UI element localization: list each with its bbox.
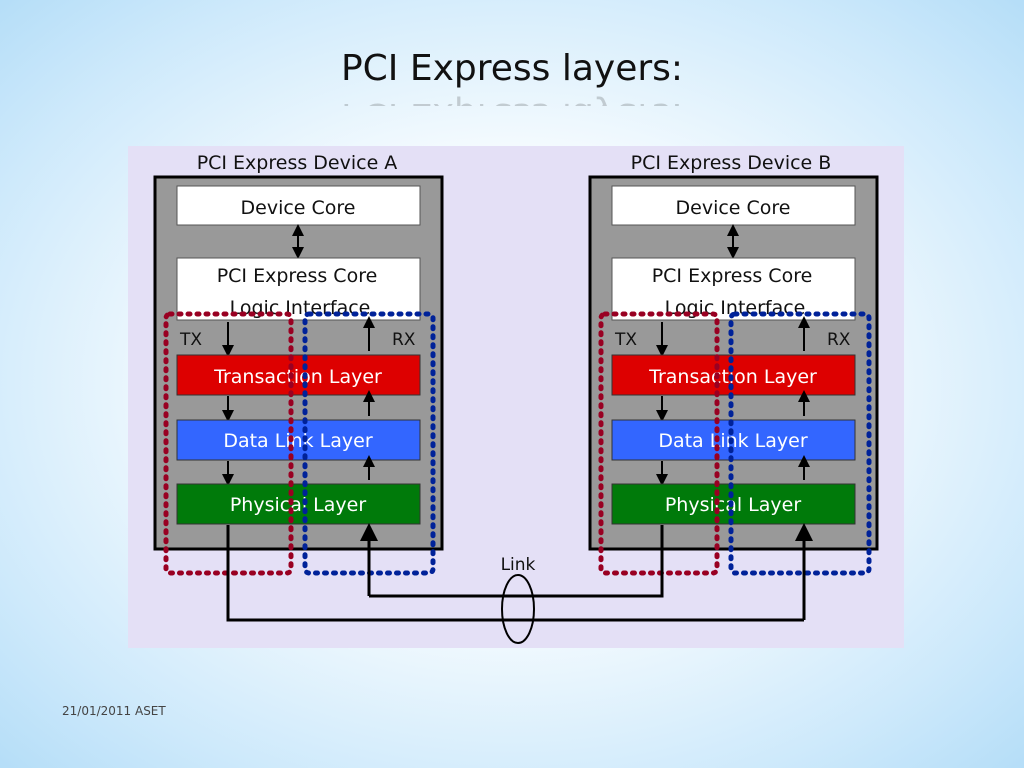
device-a-data-link-layer (176, 419, 421, 461)
device-a-transaction-label: Transaction Layer (213, 366, 382, 388)
device-b-tx-label: TX (614, 330, 637, 350)
device-a-transaction-layer (176, 354, 421, 396)
device-b-interface-line1: PCI Express Core (652, 265, 813, 287)
link-a-tx-to-b-rx (226, 525, 804, 622)
device-b-interface-box (611, 257, 856, 321)
device-a-tx-label: TX (179, 330, 202, 350)
device-b: PCI Express Device B Device Core PCI Exp… (588, 152, 879, 576)
device-b-title: PCI Express Device B (631, 152, 832, 174)
device-a-core-box (176, 185, 421, 226)
link-label: Link (501, 555, 536, 575)
device-a-interface-box (176, 257, 421, 321)
link-b-tx-to-a-rx (369, 525, 664, 598)
device-b-core-label: Device Core (676, 197, 791, 219)
device-a-rx-label: RX (392, 330, 416, 350)
device-b-rx-label: RX (827, 330, 851, 350)
footer-date: 21/01/2011 ASET (62, 704, 166, 718)
link-ellipse (501, 574, 535, 644)
device-a-core-label: Device Core (241, 197, 356, 219)
device-b-rx-region (728, 311, 872, 576)
device-a: PCI Express Device A Device Core PCI Exp… (153, 152, 444, 576)
device-b-tx-region (598, 311, 720, 576)
device-a-title: PCI Express Device A (197, 152, 398, 174)
slide-title: PCI Express layers: (340, 48, 684, 89)
device-a-data-link-label: Data Link Layer (223, 430, 373, 452)
device-a-physical-layer (176, 483, 421, 525)
link-wiring: Link (226, 523, 813, 644)
device-b-core-box (611, 185, 856, 226)
device-a-interface-line1: PCI Express Core (217, 265, 378, 287)
device-a-physical-label: Physical Layer (230, 494, 366, 516)
